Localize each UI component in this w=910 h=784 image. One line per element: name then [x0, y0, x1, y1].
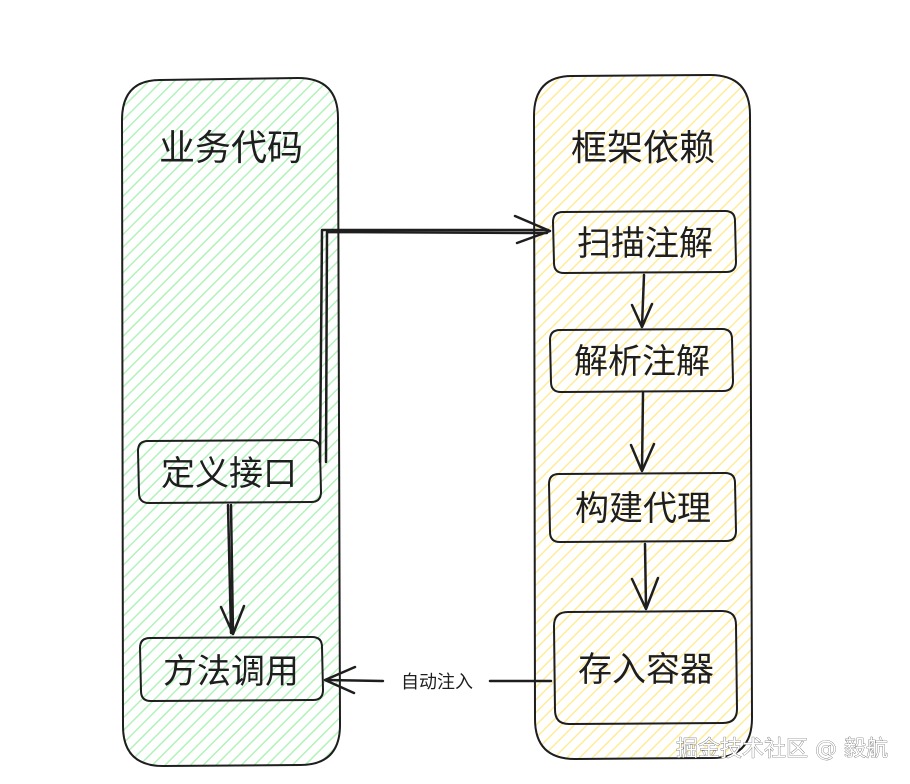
arrow-store-to-method: 自动注入: [323, 665, 553, 695]
store-container-node: 存入容器: [553, 610, 738, 725]
arrow-define-to-scan: [318, 214, 552, 464]
framework-dependency-title: 框架依赖: [571, 128, 715, 169]
build-proxy-node: 构建代理: [548, 472, 737, 543]
arrow-build-to-store: [630, 542, 660, 611]
arrow-parse-to-build: [629, 391, 656, 473]
business-code-panel-border: [121, 77, 341, 767]
store-container-label: 存入容器: [578, 650, 714, 690]
parse-annotations-node: 解析注解: [549, 328, 734, 393]
method-call-node: 方法调用: [139, 636, 324, 702]
define-interface-label: 定义接口: [161, 454, 297, 494]
build-proxy-label: 构建代理: [575, 489, 711, 529]
arrow-scan-to-parse: [630, 273, 654, 329]
business-code-panel-background: [122, 78, 340, 766]
scan-annotations-node: 扫描注解: [552, 210, 737, 274]
method-call-label: 方法调用: [163, 652, 299, 692]
business-code-panel: 业务代码: [121, 77, 341, 767]
scan-annotations-label: 扫描注解: [577, 224, 713, 264]
define-interface-node: 定义接口: [137, 439, 322, 504]
arrow-define-to-method: [219, 503, 246, 636]
business-code-title: 业务代码: [159, 128, 303, 169]
parse-annotations-label: 解析注解: [574, 342, 710, 382]
auto-inject-label: 自动注入: [401, 672, 473, 693]
watermark: 掘金技术社区 @ 毅航: [676, 737, 888, 762]
framework-dependency-panel-border: [533, 74, 753, 760]
